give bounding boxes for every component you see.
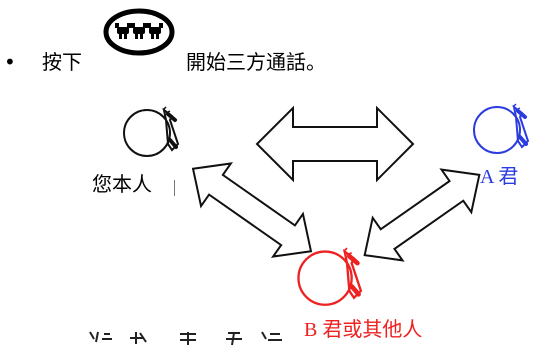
party-b-phone-icon <box>292 240 372 314</box>
instruction-prefix: 按下 <box>42 50 82 74</box>
party-b-label: B 君或其他人 <box>304 319 423 341</box>
conference-call-button-icon <box>103 8 175 56</box>
self-label: 您本人 <box>92 172 152 196</box>
self-phone-icon <box>120 100 186 164</box>
obscured-text-fragment <box>80 330 290 347</box>
text-cursor <box>174 180 175 196</box>
arrow-self-to-a <box>255 105 415 183</box>
arrow-a-to-b <box>358 165 486 265</box>
bullet-point: • <box>4 50 16 74</box>
party-a-label: A 君 <box>480 166 519 188</box>
instruction-suffix: 開始三方通話。 <box>186 50 326 74</box>
arrow-self-to-b <box>186 160 318 260</box>
party-a-phone-icon <box>470 97 536 161</box>
